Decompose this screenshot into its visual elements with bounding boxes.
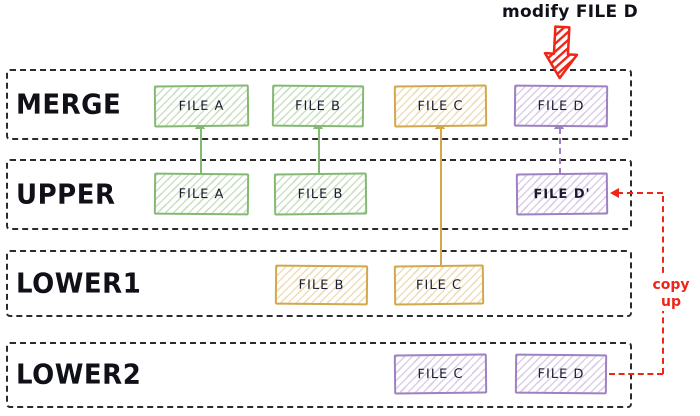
copy-up-line-top	[617, 192, 663, 194]
file-label: FILE C	[417, 98, 464, 114]
file-box-merge-b: FILE B	[271, 84, 365, 128]
arrow-line-upper-a-to-merge-a	[200, 128, 202, 174]
file-box-merge-c: FILE C	[393, 84, 488, 128]
layer-label-upper: UPPER	[16, 178, 116, 211]
file-label: FILE B	[295, 98, 341, 114]
file-box-merge-d: FILE D	[513, 84, 609, 128]
file-label: FILE D	[537, 366, 585, 382]
modify-down-arrow-icon	[543, 25, 579, 80]
file-box-lower1-b: FILE B	[274, 264, 369, 306]
file-box-lower1-c: FILE C	[393, 264, 485, 306]
file-box-upper-a: FILE A	[153, 172, 250, 216]
file-box-upper-d-prime: FILE D'	[515, 172, 609, 216]
layer-band-lower2: LOWER2	[6, 342, 632, 408]
file-box-upper-b: FILE B	[273, 172, 368, 216]
layer-label-merge: MERGE	[16, 88, 122, 121]
file-box-merge-a: FILE A	[153, 84, 250, 128]
file-label: FILE B	[298, 277, 345, 293]
file-label: FILE A	[178, 98, 225, 114]
modify-file-d-label: modify FILE D	[501, 2, 639, 22]
arrow-line-upper-b-to-merge-b	[318, 128, 320, 174]
file-label: FILE D	[537, 98, 585, 114]
file-label: FILE B	[297, 186, 344, 202]
file-box-lower2-c: FILE C	[393, 353, 488, 395]
file-box-lower2-d: FILE D	[514, 353, 608, 395]
file-label: FILE D'	[533, 186, 591, 202]
layer-label-lower2: LOWER2	[16, 359, 142, 391]
file-label: FILE C	[417, 366, 464, 382]
copy-up-label: copy up	[642, 277, 700, 311]
layer-band-lower1: LOWER1	[6, 250, 632, 317]
copy-up-line-bottom	[609, 373, 663, 375]
arrow-line-upper-d-to-merge-d	[559, 128, 561, 174]
arrow-line-lower1-c-to-merge-c	[440, 128, 442, 266]
layer-label-lower1: LOWER1	[16, 267, 142, 300]
arrowhead-left-copy-up-icon	[610, 188, 619, 198]
file-label: FILE C	[415, 277, 463, 293]
file-label: FILE A	[178, 186, 225, 202]
